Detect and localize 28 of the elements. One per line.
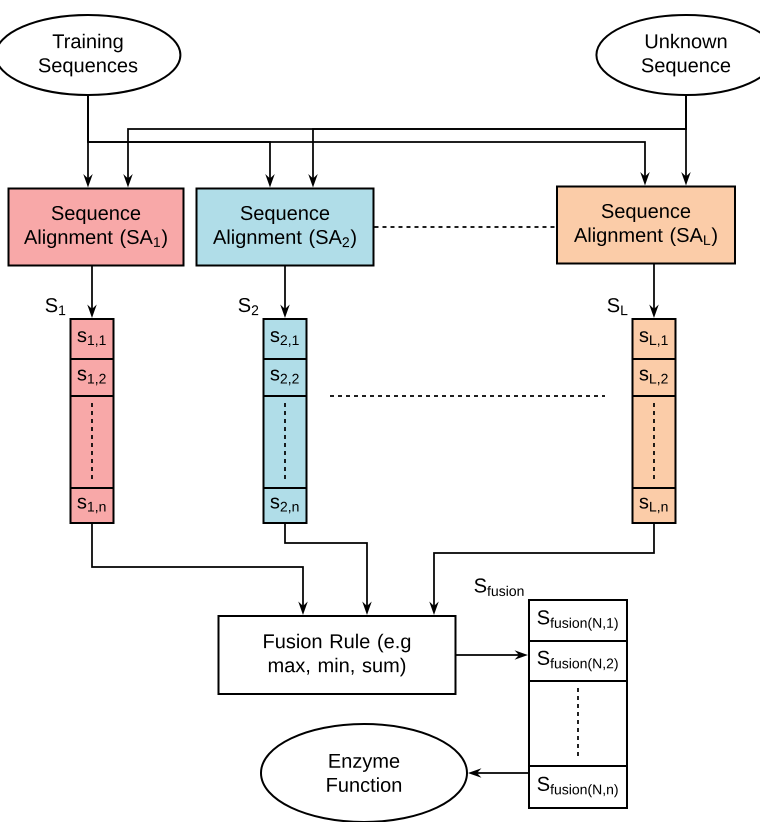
- vector-cell: S$_{fusion(N,1)}$: [528, 599, 628, 642]
- vector-cell: s$_{2,1}$: [262, 318, 308, 360]
- vector-label: S$_{1}$: [46, 298, 66, 316]
- vector-column: [70, 318, 114, 524]
- vector-cell: s$_{1,2}$: [70, 358, 114, 397]
- vector-cell: s$_{2,2}$: [262, 358, 308, 397]
- vector-cell: s$_{1,1}$: [70, 318, 114, 360]
- dashed-line: [374, 226, 556, 228]
- vector-cell: s$_{L,2}$: [632, 358, 676, 397]
- vector-cell: s$_{L,n}$: [632, 487, 676, 524]
- vector-label: S$_{2}$: [238, 298, 258, 316]
- vector-cell: s$_{2,n}$: [262, 487, 308, 524]
- process-box: Fusion Rule (e.g max, min, sum): [218, 615, 456, 695]
- vector-cell: [70, 395, 114, 489]
- vector-cell: [632, 395, 676, 489]
- vector-label: S$_{L}$: [608, 298, 628, 316]
- vector-cell: s$_{L,1}$: [632, 318, 676, 360]
- vector-cell: S$_{fusion(N,2)}$: [528, 640, 628, 682]
- process-box: Sequence Alignment (SA$_{2}$): [196, 188, 374, 266]
- vector-label: S$_{fusion}$: [474, 578, 524, 596]
- vector-column: [262, 318, 308, 524]
- vector-cell: [528, 680, 628, 767]
- process-box: Sequence Alignment (SA$_{L}$): [556, 186, 736, 264]
- vector-cell: s$_{1,n}$: [70, 487, 114, 524]
- vector-cell: S$_{fusion(N,n)}$: [528, 765, 628, 809]
- process-box: Sequence Alignment (SA$_{1}$): [8, 188, 184, 266]
- vector-cell: [262, 395, 308, 489]
- vector-column: [632, 318, 676, 524]
